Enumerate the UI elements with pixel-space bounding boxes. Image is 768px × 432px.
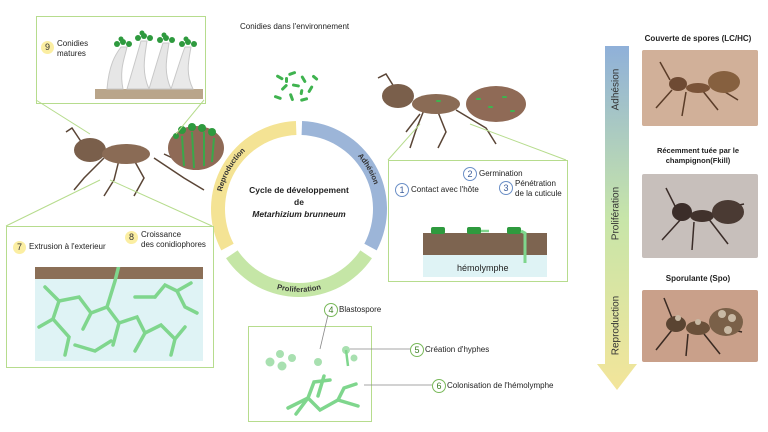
arrow-label-proliferation: Prolifération <box>610 186 622 241</box>
photo3-title: Sporulante (Spo) <box>665 274 731 283</box>
step-7-number: 7 <box>13 241 26 254</box>
cycle-segment-proliferation <box>226 250 372 297</box>
step-9-number: 9 <box>41 41 54 54</box>
hemolymph-label: hémolymphe <box>457 263 509 273</box>
hyphae-network-illustration <box>35 267 203 361</box>
step-7-label: Extrusion à l'exterieur <box>29 242 106 251</box>
arrow-label-adhesion: Adhésion <box>610 68 622 111</box>
step-9-label: Conidies matures <box>57 39 89 58</box>
step-5-label: Création d'hyphes <box>425 345 490 354</box>
photo2-title: Récemment tuée par le champignon(Fkill) <box>656 146 740 165</box>
step-6-label: Colonisation de l'hémolymphe <box>447 381 554 390</box>
step-1-number: 1 <box>395 183 409 197</box>
step-8-number: 8 <box>125 231 138 244</box>
conidiophores-illustration <box>95 30 203 99</box>
step-5-number: 5 <box>410 343 424 357</box>
step-6-number: 6 <box>432 379 446 393</box>
step-2-number: 2 <box>463 167 477 181</box>
proliferation-box <box>248 326 372 422</box>
environment-conidia-label: Conidies dans l'environnement <box>240 22 350 31</box>
blastospores-hyphae-illustration <box>265 346 360 416</box>
phase-gradient-arrow <box>597 46 637 390</box>
cycle-segment-adhesion <box>301 121 387 251</box>
arrow-label-reproduction: Reproduction <box>610 295 622 356</box>
step-2-label: Germination <box>479 169 523 178</box>
infected-ant-left <box>65 123 224 197</box>
step-8-label: Croissance des conidiophores <box>141 230 206 249</box>
cycle-title-line3: Metarhizium brunneum <box>252 209 346 219</box>
step-4-number: 4 <box>324 303 338 317</box>
step-4-leader <box>319 314 329 350</box>
mature-conidia-box: 9 Conidies matures <box>36 16 206 104</box>
step-1-label: Contact avec l'hôte <box>411 185 479 194</box>
step-3-number: 3 <box>499 181 513 195</box>
photo-sporulating-ant <box>642 290 758 362</box>
cycle-label-proliferation: Proliferation <box>276 282 322 294</box>
extrusion-box: 7 Extrusion à l'exterieur 8 Croissance d… <box>6 226 214 368</box>
cycle-title: Cycle de développement de Metarhizium br… <box>234 184 364 220</box>
step-6-leader <box>364 384 432 386</box>
cycle-title-line1: Cycle de développement <box>249 185 349 195</box>
infected-ant-right <box>377 73 526 149</box>
cycle-title-line2: de <box>294 197 304 207</box>
environment-conidia <box>273 71 319 102</box>
photo1-title: Couverte de spores (LC/HC) <box>644 34 752 43</box>
adhesion-box: 1 Contact avec l'hôte 2 Germination 3 Pé… <box>388 160 568 282</box>
step-5-leader <box>350 348 410 350</box>
step-4-label: Blastospore <box>339 305 382 314</box>
step-3-label: Pénétration de la cuticule <box>515 179 562 198</box>
photo-recently-killed-ant <box>642 174 758 258</box>
cuticle-penetration-illustration <box>423 227 547 277</box>
cycle-segment-reproduction <box>210 121 297 251</box>
photo-spore-covered-ant <box>642 50 758 126</box>
